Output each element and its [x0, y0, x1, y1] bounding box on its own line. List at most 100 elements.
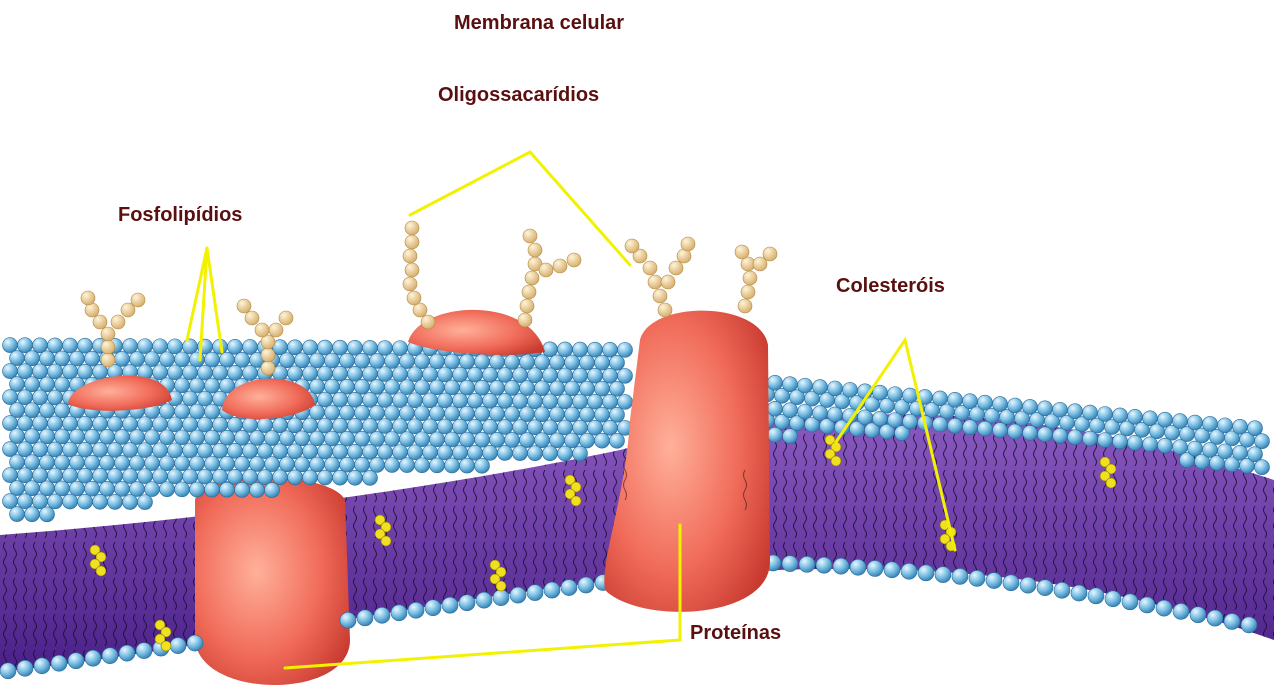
phospholipid-head	[160, 404, 175, 419]
phospholipid-head	[183, 469, 198, 484]
phospholipid-head	[505, 354, 520, 369]
phospholipid-head	[618, 368, 633, 383]
phospholipid-head	[1023, 425, 1038, 440]
phospholipid-head	[40, 507, 55, 522]
phospholipid-head	[48, 364, 63, 379]
label-colesterois: Colesteróis	[836, 275, 945, 298]
phospholipid-head	[325, 405, 340, 420]
phospholipid-head	[498, 419, 513, 434]
phospholipid-head	[25, 403, 40, 418]
phospholipid-head	[1083, 431, 1098, 446]
diagram-title: Membrana celular	[454, 12, 624, 35]
phospholipid-head	[963, 394, 978, 409]
phospholipid-head	[513, 394, 528, 409]
phospholipid-head	[460, 380, 475, 395]
phospholipid-head	[505, 432, 520, 447]
sugar-bead	[539, 263, 553, 277]
phospholipid-head	[498, 367, 513, 382]
phospholipid-head	[573, 420, 588, 435]
sugar-bead	[279, 311, 293, 325]
phospholipid-head	[63, 416, 78, 431]
phospholipid-head	[48, 468, 63, 483]
phospholipid-head	[468, 393, 483, 408]
phospholipid-head	[558, 446, 573, 461]
phospholipid-head	[550, 355, 565, 370]
sugar-bead	[261, 361, 275, 375]
phospholipid-head	[475, 432, 490, 447]
phospholipid-head	[119, 645, 135, 661]
sugar-bead	[131, 293, 145, 307]
phospholipid-head	[333, 444, 348, 459]
phospholipid-head	[303, 340, 318, 355]
phospholipid-head	[543, 342, 558, 357]
cholesterol-ring	[1106, 478, 1116, 488]
phospholipid-head	[355, 431, 370, 446]
phospholipid-head	[385, 432, 400, 447]
phospholipid-head	[198, 391, 213, 406]
phospholipid-head	[603, 394, 618, 409]
phospholipid-head	[205, 404, 220, 419]
phospholipid-head	[190, 352, 205, 367]
phospholipid-head	[543, 420, 558, 435]
phospholipid-head	[295, 457, 310, 472]
phospholipid-head	[145, 456, 160, 471]
sugar-bead	[403, 277, 417, 291]
phospholipid-head	[325, 457, 340, 472]
phospholipid-head	[903, 388, 918, 403]
phospholipid-head	[505, 406, 520, 421]
phospholipid-head	[190, 430, 205, 445]
phospholipid-head	[145, 482, 160, 497]
phospholipid-head	[888, 413, 903, 428]
phospholipid-head	[1158, 438, 1173, 453]
phospholipid-head	[370, 457, 385, 472]
sugar-bead	[261, 348, 275, 362]
phospholipid-head	[70, 481, 85, 496]
phospholipid-head	[550, 381, 565, 396]
cholesterol-ring	[96, 566, 106, 576]
phospholipid-head	[333, 366, 348, 381]
phospholipid-head	[33, 364, 48, 379]
phospholipid-head	[1008, 424, 1023, 439]
phospholipid-head	[459, 595, 475, 611]
phospholipid-head	[205, 430, 220, 445]
phospholipid-head	[415, 354, 430, 369]
phospholipid-head	[153, 365, 168, 380]
phospholipid-head	[102, 648, 118, 664]
phospholipid-head	[1143, 411, 1158, 426]
phospholipid-head	[333, 340, 348, 355]
sugar-bead	[763, 247, 777, 261]
phospholipid-head	[1218, 418, 1233, 433]
phospholipid-head	[520, 407, 535, 422]
phospholipid-head	[527, 585, 543, 601]
phospholipid-head	[18, 390, 33, 405]
phospholipid-head	[33, 390, 48, 405]
phospholipid-head	[561, 580, 577, 596]
phospholipid-head	[400, 458, 415, 473]
phospholipid-head	[453, 393, 468, 408]
phospholipid-head	[25, 351, 40, 366]
phospholipid-head	[55, 351, 70, 366]
phospholipid-head	[430, 380, 445, 395]
phospholipid-head	[138, 339, 153, 354]
phospholipid-head	[544, 582, 560, 598]
phospholipid-head	[1053, 428, 1068, 443]
phospholipid-head	[63, 338, 78, 353]
phospholipid-head	[1158, 412, 1173, 427]
phospholipid-head	[1023, 399, 1038, 414]
phospholipid-head	[423, 367, 438, 382]
phospholipid-head	[85, 429, 100, 444]
phospholipid-head	[813, 380, 828, 395]
phospholipid-head	[280, 353, 295, 368]
phospholipid-head	[520, 433, 535, 448]
phospholipid-head	[423, 445, 438, 460]
phospholipid-head	[40, 481, 55, 496]
sugar-bead	[520, 299, 534, 313]
phospholipid-head	[340, 457, 355, 472]
phospholipid-head	[55, 403, 70, 418]
phospholipid-head	[1190, 607, 1206, 623]
phospholipid-head	[310, 353, 325, 368]
phospholipid-head	[768, 375, 783, 390]
phospholipid-head	[1207, 610, 1223, 626]
phospholipid-head	[833, 558, 849, 574]
phospholipid-head	[138, 443, 153, 458]
